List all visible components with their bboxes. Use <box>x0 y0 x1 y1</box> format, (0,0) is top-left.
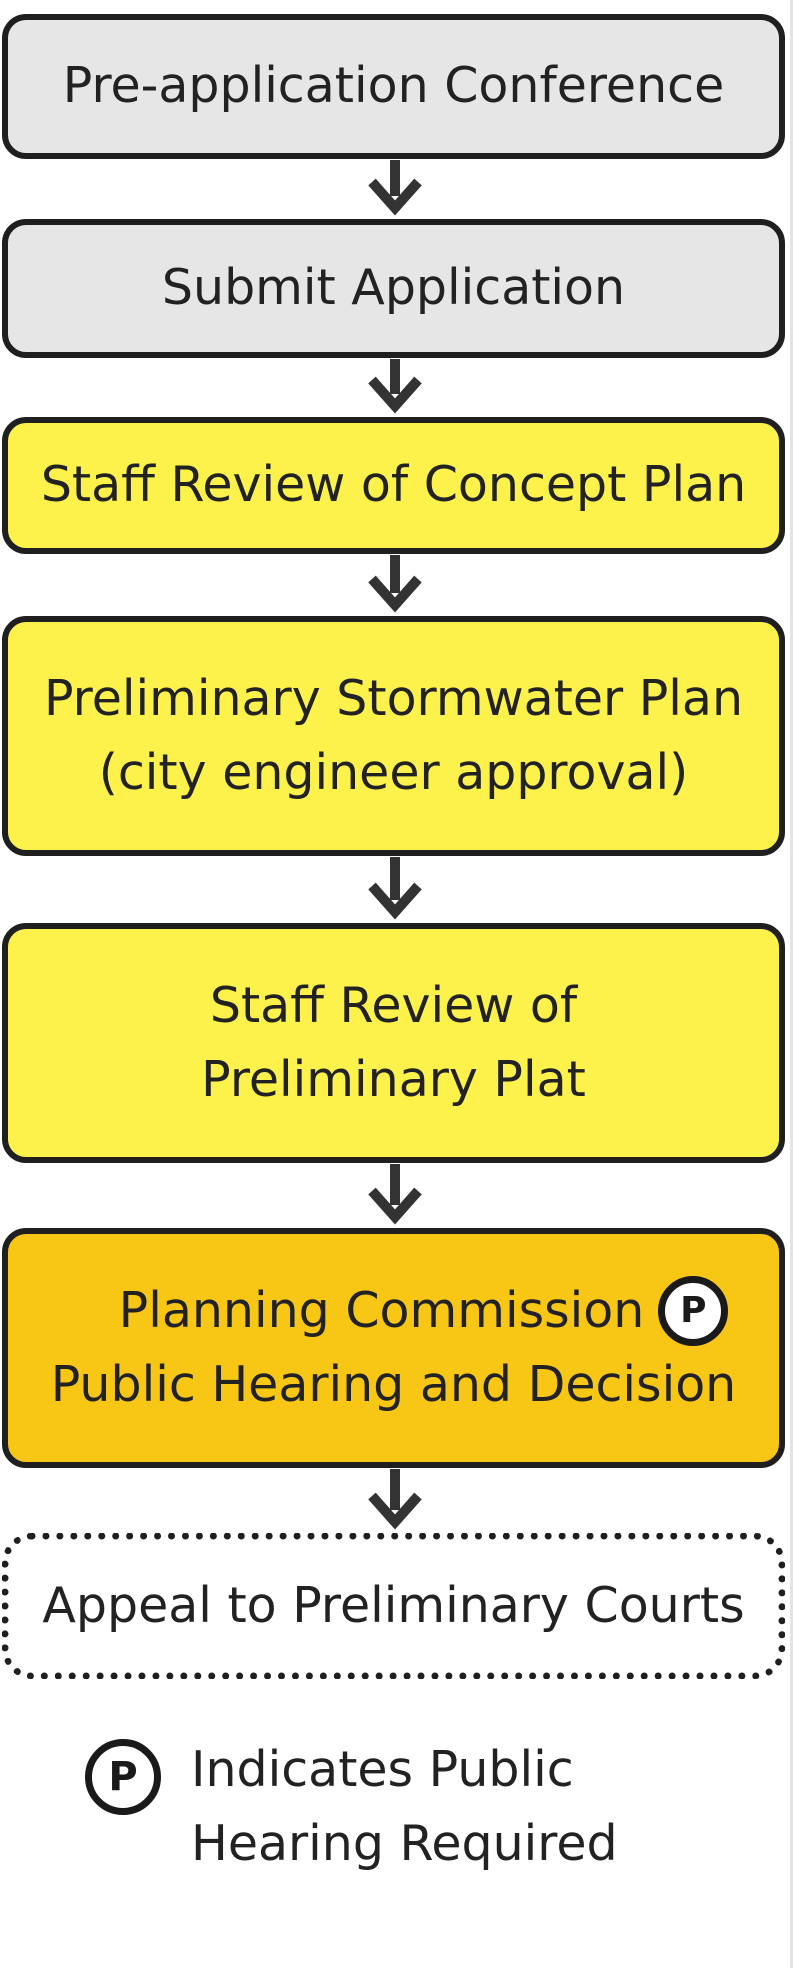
down-arrow-icon <box>368 1469 422 1530</box>
step-label: Submit Application <box>161 259 626 317</box>
step-label: Staff Review of Concept Plan <box>40 456 747 514</box>
step-label-line-2: (city engineer approval) <box>98 744 689 801</box>
down-arrow-icon <box>368 160 422 216</box>
legend-text-line-2: Hearing Required <box>191 1814 618 1872</box>
public-hearing-icon: P <box>85 1739 161 1815</box>
legend: P Indicates Public Hearing Required <box>85 1733 618 1880</box>
step-planning-commission-hearing: Planning Commission P Public Hearing and… <box>2 1228 785 1468</box>
step-label-line-1: Staff Review of <box>209 976 578 1034</box>
down-arrow-icon <box>368 359 422 414</box>
step-preliminary-stormwater-plan: Preliminary Stormwater Plan (city engine… <box>2 616 785 856</box>
down-arrow-icon <box>368 1164 422 1225</box>
step-label: Appeal to Preliminary Courts <box>42 1576 745 1634</box>
step-label: Pre-application Conference <box>62 57 725 115</box>
legend-text-line-1: Indicates Public <box>191 1741 574 1798</box>
legend-text: Indicates Public Hearing Required <box>191 1733 618 1880</box>
step-label-line-1-row: Planning Commission P <box>119 1274 729 1348</box>
step-appeal-preliminary-courts: Appeal to Preliminary Courts <box>2 1533 785 1679</box>
step-submit-application: Submit Application <box>2 219 785 358</box>
page-edge-rule <box>790 0 793 1968</box>
down-arrow-icon <box>368 555 422 613</box>
step-label-line-2: Preliminary Plat <box>201 1051 586 1108</box>
step-label-line-1: Preliminary Stormwater Plan <box>43 669 743 727</box>
step-staff-review-preliminary-plat: Staff Review of Preliminary Plat <box>2 923 785 1163</box>
step-label-line-2: Public Hearing and Decision <box>50 1356 737 1413</box>
step-staff-review-concept-plan: Staff Review of Concept Plan <box>2 417 785 554</box>
public-hearing-icon: P <box>658 1275 729 1346</box>
step-label-line-1: Planning Commission <box>118 1281 645 1339</box>
step-pre-application-conference: Pre-application Conference <box>2 14 785 159</box>
down-arrow-icon <box>368 857 422 920</box>
